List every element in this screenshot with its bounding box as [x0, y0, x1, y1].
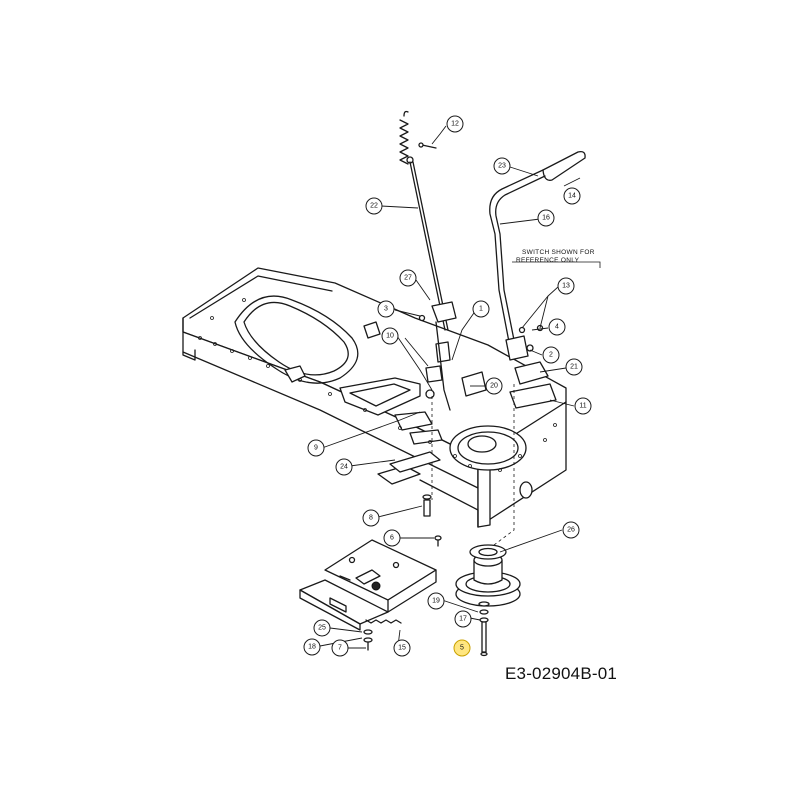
- brake-rod-assembly: [399, 110, 487, 411]
- svg-text:19: 19: [432, 598, 440, 605]
- callout-1: 1: [472, 300, 490, 318]
- callout-7: 7: [331, 639, 349, 657]
- svg-text:15: 15: [398, 645, 406, 652]
- shift-lever-assembly: [431, 150, 586, 549]
- svg-text:20: 20: [490, 383, 498, 390]
- callout-6: 6: [383, 529, 401, 547]
- note-line-1: SWITCH SHOWN FOR: [522, 249, 595, 256]
- pulley-bolt: [479, 609, 489, 657]
- svg-text:7: 7: [338, 645, 342, 652]
- svg-text:23: 23: [498, 163, 506, 170]
- callout-26: 26: [562, 521, 580, 539]
- svg-text:1: 1: [479, 306, 483, 313]
- callout-8: 8: [362, 509, 380, 527]
- svg-text:18: 18: [308, 644, 316, 651]
- callout-2: 2: [542, 346, 560, 364]
- svg-text:9: 9: [314, 445, 318, 452]
- frame-body: [182, 267, 567, 528]
- callout-9: 9: [307, 439, 325, 457]
- svg-text:11: 11: [579, 403, 586, 410]
- callout-19: 19: [427, 592, 445, 610]
- callout-12: 12: [446, 115, 464, 133]
- callout-10: 10: [381, 327, 399, 345]
- callout-11: 11: [574, 397, 592, 415]
- svg-text:21: 21: [570, 364, 578, 371]
- leader-lines: [319, 125, 581, 649]
- callout-4: 4: [548, 318, 566, 336]
- svg-text:12: 12: [451, 121, 459, 128]
- svg-text:26: 26: [567, 527, 575, 534]
- reference-note: SWITCH SHOWN FOR REFERENCE ONLY: [512, 249, 601, 268]
- pedal-bracket: [377, 451, 441, 485]
- bolt-8: [422, 494, 432, 517]
- callout-22: 22: [365, 197, 383, 215]
- lower-bracket-plate: [299, 539, 437, 651]
- note-line-2: REFERENCE ONLY: [516, 257, 580, 264]
- callout-24: 24: [335, 458, 353, 476]
- svg-text:17: 17: [459, 616, 467, 623]
- svg-text:2: 2: [549, 352, 553, 359]
- callout-13: 13: [557, 277, 575, 295]
- callout-23: 23: [493, 157, 511, 175]
- callout-16: 16: [537, 209, 555, 227]
- callout-15: 15: [393, 639, 411, 657]
- svg-text:6: 6: [390, 535, 394, 542]
- svg-text:8: 8: [369, 515, 373, 522]
- callout-3: 3: [377, 300, 395, 318]
- callout-21: 21: [565, 358, 583, 376]
- svg-text:16: 16: [542, 215, 550, 222]
- bolt-6: [434, 535, 442, 547]
- svg-text:14: 14: [568, 193, 576, 200]
- svg-text:5: 5: [460, 645, 464, 652]
- diagram-reference-code: E3-02904B-01: [505, 664, 618, 683]
- callout-27: 27: [399, 269, 417, 287]
- svg-text:13: 13: [562, 283, 570, 290]
- callout-20: 20: [485, 377, 503, 395]
- pulley: [455, 544, 521, 607]
- svg-text:22: 22: [370, 203, 378, 210]
- svg-text:25: 25: [318, 625, 326, 632]
- svg-text:4: 4: [555, 324, 559, 331]
- svg-text:3: 3: [384, 306, 388, 313]
- callout-17: 17: [454, 610, 472, 628]
- callout-14: 14: [563, 187, 581, 205]
- svg-text:10: 10: [386, 333, 394, 340]
- svg-text:24: 24: [340, 464, 348, 471]
- callout-18: 18: [303, 638, 321, 656]
- callout-25: 25: [313, 619, 331, 637]
- callout-5: 5: [453, 639, 471, 657]
- svg-text:27: 27: [404, 275, 412, 282]
